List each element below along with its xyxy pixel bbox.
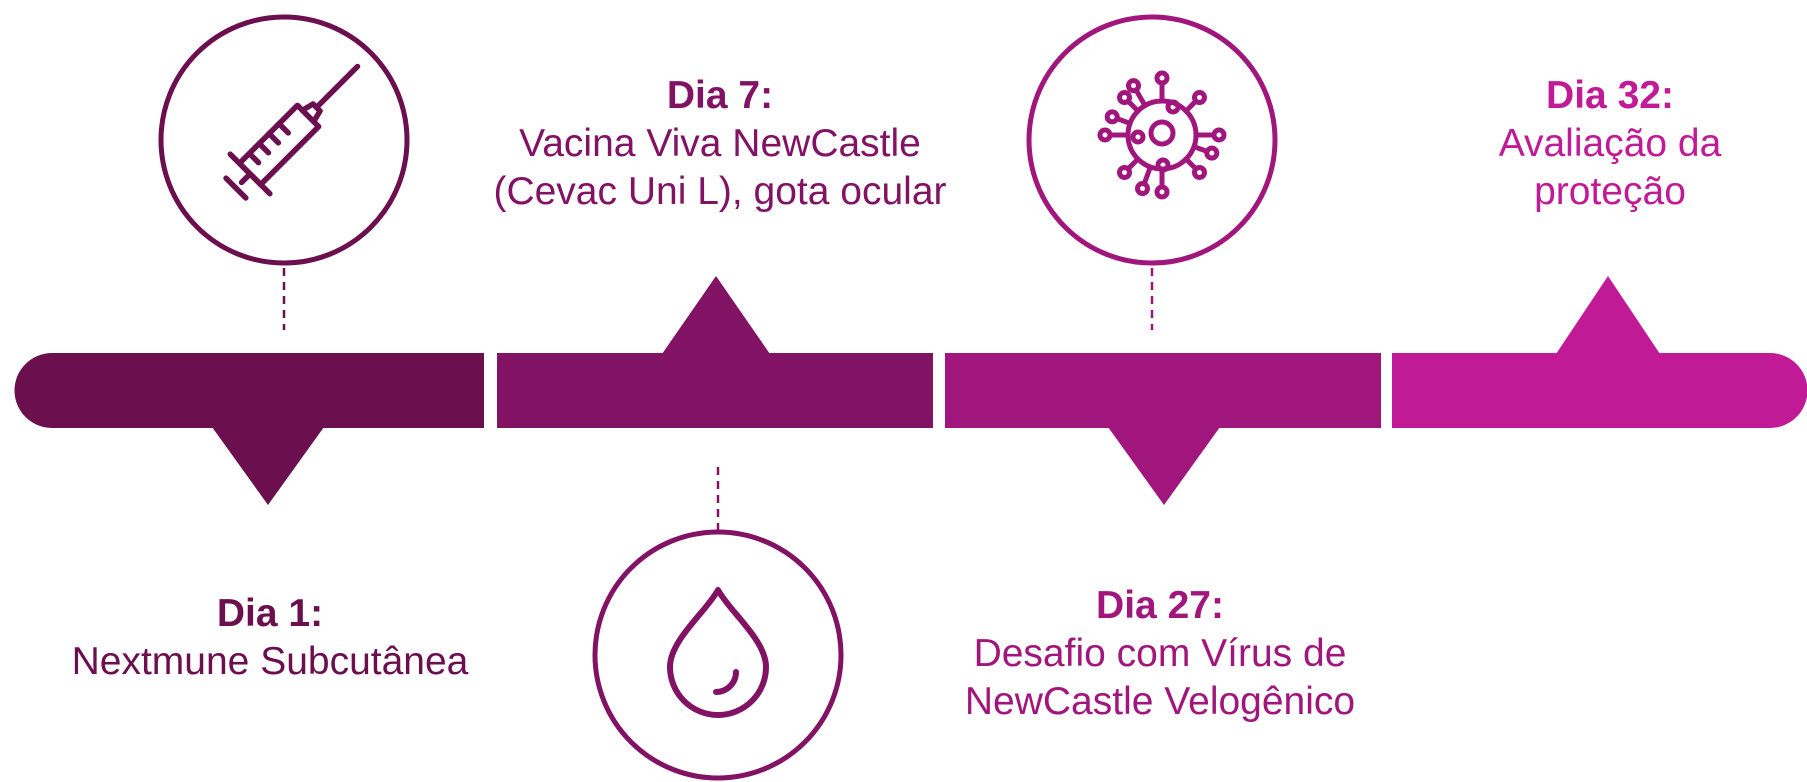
- step-label-day-32: Dia 32: Avaliação da proteção: [1430, 72, 1790, 216]
- step-desc-32-line-2: proteção: [1534, 170, 1686, 213]
- step-day-27: Dia 27:: [1096, 584, 1224, 627]
- step-desc-7-line-2: (Cevac Uni L), gota ocular: [493, 170, 947, 213]
- step-label-day-27: Dia 27: Desafio com Vírus de NewCastle V…: [900, 582, 1420, 726]
- icon-circle-2: [592, 529, 844, 781]
- step-label-day-1: Dia 1: Nextmune Subcutânea: [30, 590, 510, 686]
- virus-spike-tip: [1104, 109, 1120, 125]
- step-label-day-7: Dia 7: Vacina Viva NewCastle (Cevac Uni …: [440, 72, 1000, 216]
- virus-spike-tip: [1204, 145, 1220, 161]
- virus-spike: [1133, 87, 1148, 109]
- virus-spike-tip: [1154, 184, 1170, 200]
- timeline-pointer-2: [662, 276, 770, 354]
- drop-icon: [667, 587, 769, 718]
- icon-circle-3: [1026, 14, 1278, 266]
- syringe-icon: [223, 63, 361, 201]
- timeline-pointer-3: [1108, 427, 1220, 505]
- timeline-segment-3: [945, 353, 1381, 428]
- virus-spike-tip: [1211, 127, 1227, 143]
- timeline-bar: [14, 276, 1807, 505]
- virus-spike-tip: [1191, 164, 1207, 180]
- step-desc-27-line-2: NewCastle Velogênico: [964, 680, 1356, 723]
- step-desc-27-line-1: Desafio com Vírus de: [973, 632, 1347, 675]
- virus-spike-tip: [1191, 90, 1207, 106]
- virus-spike-tip: [1126, 78, 1141, 94]
- step-desc-7-line-1: Vacina Viva NewCastle: [519, 122, 921, 165]
- virus-icon: [1097, 70, 1227, 200]
- virus-spike-tip: [1117, 164, 1133, 180]
- virus-spike-tip: [1097, 127, 1113, 143]
- step-day-7: Dia 7:: [666, 74, 774, 117]
- timeline-segment-2: [497, 353, 933, 428]
- timeline-segment-1: [14, 353, 484, 428]
- step-desc-1-line-1: Nextmune Subcutânea: [71, 640, 469, 683]
- icon-circle-1: [158, 14, 410, 266]
- virus-spike-tip: [1135, 181, 1151, 197]
- step-desc-32-line-1: Avaliação da: [1498, 122, 1722, 165]
- timeline-pointer-1: [212, 427, 324, 505]
- step-day-1: Dia 1:: [216, 592, 324, 635]
- timeline-segment-4: [1392, 353, 1807, 428]
- step-day-32: Dia 32:: [1546, 74, 1674, 117]
- virus-spike-tip: [1154, 70, 1170, 86]
- timeline-pointer-4: [1556, 276, 1660, 354]
- virus-spike-tip: [1117, 90, 1133, 106]
- virus-spike: [1141, 164, 1153, 187]
